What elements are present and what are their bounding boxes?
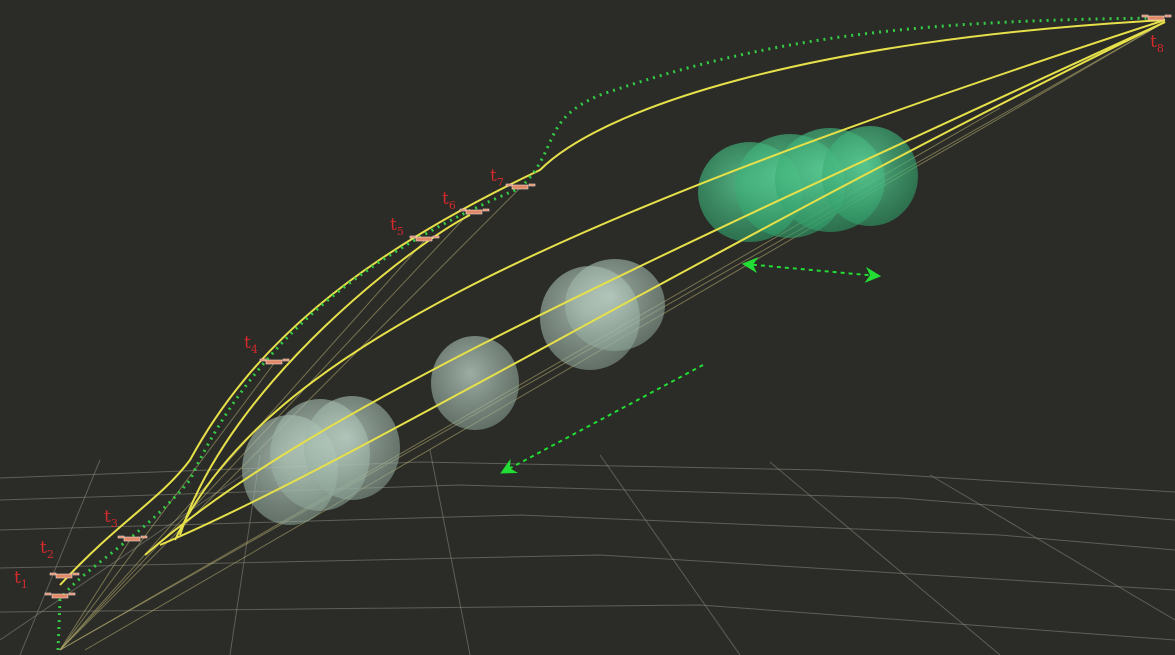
time-label-t7: t7 — [490, 166, 504, 189]
quadrotor-icon — [44, 592, 76, 599]
time-label-t4: t4 — [244, 333, 258, 356]
time-label-t5: t5 — [390, 215, 404, 238]
moving-obstacle — [698, 126, 918, 242]
quadrotor-icon — [259, 358, 290, 365]
ground-grid — [0, 449, 1175, 655]
approach-motion-arrow — [500, 364, 704, 474]
motion-arrows — [500, 257, 882, 474]
quadrotor-icon — [117, 535, 148, 542]
obstacle-cluster-2 — [431, 336, 519, 430]
planned-trajectories — [59, 19, 1166, 586]
quadrotor-icon — [1141, 14, 1172, 21]
time-labels: t1 t2 t3 t4 t5 t6 t7 t8 — [14, 32, 1164, 591]
quadrotor-icon — [505, 183, 536, 190]
time-label-t6: t6 — [442, 189, 456, 212]
time-label-t1: t1 — [14, 568, 28, 591]
time-label-t2: t2 — [40, 538, 54, 561]
time-label-t3: t3 — [104, 507, 118, 530]
quadrotor-icon — [459, 208, 490, 215]
drone-markers — [44, 14, 1172, 599]
lateral-motion-arrow — [741, 257, 882, 283]
obstacle-cluster-1 — [242, 396, 400, 525]
quadrotor-icon — [49, 572, 80, 579]
static-obstacles — [242, 259, 665, 525]
time-label-t8: t8 — [1150, 32, 1164, 55]
quadrotor-icon — [409, 235, 440, 242]
obstacle-cluster-3 — [540, 259, 665, 370]
